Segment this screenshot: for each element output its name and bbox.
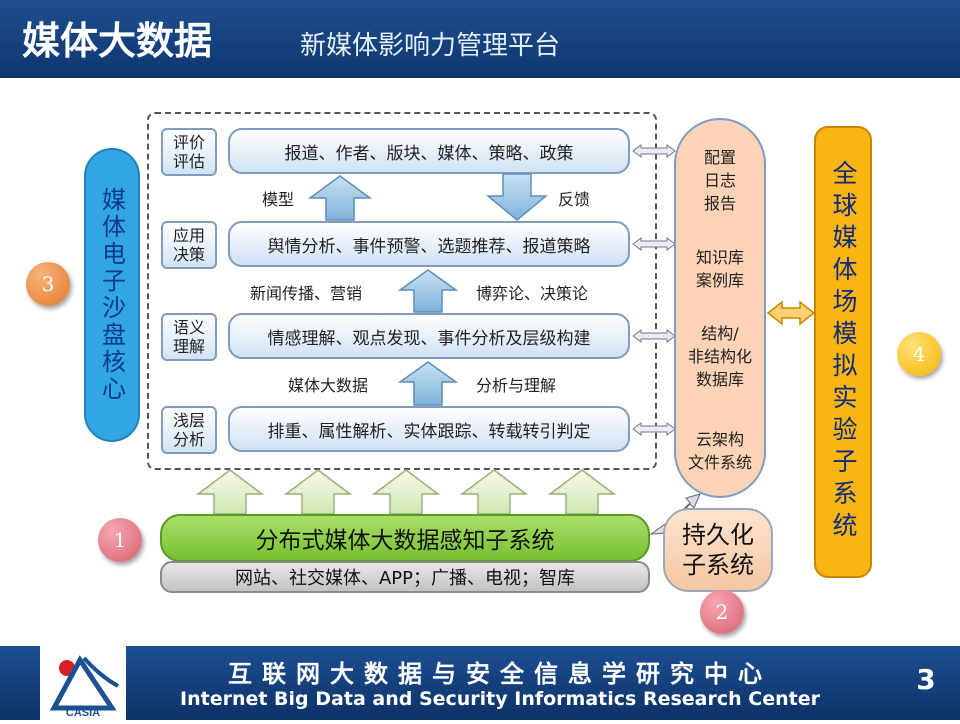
link-arrow-3	[632, 329, 676, 343]
link-arrow-4	[632, 422, 676, 436]
storage-item-config: 配置日志报告	[703, 148, 736, 213]
header-bar	[0, 0, 960, 78]
slide-title: 媒体大数据	[22, 19, 213, 63]
badge-2: 2	[700, 590, 744, 634]
badge-1: 1	[98, 518, 142, 562]
input-arrow-1	[195, 469, 265, 515]
badge-4: 4	[897, 332, 941, 376]
input-arrow-5	[547, 469, 617, 515]
perception-subsystem: 分布式媒体大数据感知子系统	[160, 514, 650, 562]
storage-item-cloud: 云架构文件系统	[687, 430, 752, 472]
storage-bar	[674, 118, 766, 498]
footer-bar	[0, 646, 960, 720]
data-sources-bar: 网站、社交媒体、APP；广播、电视；智库	[160, 561, 650, 593]
up-arrow-model	[307, 175, 373, 221]
casia-logo: CASIA	[40, 646, 126, 720]
storage-global-arrow	[766, 300, 816, 326]
note-analysis-understanding: 分析与理解	[476, 376, 557, 395]
media-sandbox-core: 媒体电子沙盘核心	[84, 148, 140, 442]
layer-box-evaluation: 报道、作者、版块、媒体、策略、政策	[228, 128, 630, 174]
up-arrow-application	[397, 269, 459, 313]
layer-label-shallow: 浅层分析	[161, 406, 217, 454]
layer-box-shallow: 排重、属性解析、实体跟踪、转载转引判定	[228, 406, 630, 452]
note-media-bigdata: 媒体大数据	[288, 376, 369, 395]
note-model: 模型	[262, 190, 295, 209]
badge-3: 3	[26, 262, 70, 306]
layer-label-evaluation: 评价评估	[161, 128, 217, 176]
processing-area-frame	[147, 112, 657, 470]
input-arrow-3	[371, 469, 441, 515]
up-arrow-semantic	[397, 361, 459, 406]
layer-box-semantic: 情感理解、观点发现、事件分析及层级构建	[228, 313, 630, 359]
casia-logo-text: CASIA	[66, 707, 100, 719]
page-number: 3	[916, 663, 936, 696]
note-feedback: 反馈	[558, 190, 591, 209]
layer-box-application: 舆情分析、事件预警、选题推荐、报道策略	[228, 221, 630, 267]
input-arrow-2	[283, 469, 353, 515]
note-news-marketing: 新闻传播、营销	[250, 284, 363, 303]
layer-label-semantic: 语义理解	[161, 313, 217, 361]
note-game-decision: 博弈论、决策论	[476, 284, 589, 303]
persistence-subsystem: 持久化子系统	[663, 508, 773, 592]
layer-label-application: 应用决策	[161, 221, 217, 269]
storage-item-knowledge: 知识库案例库	[695, 248, 744, 290]
footer-title-cn: 互联网大数据与安全信息学研究中心	[228, 660, 772, 688]
link-arrow-2	[632, 237, 676, 251]
slide-subtitle: 新媒体影响力管理平台	[300, 31, 561, 61]
input-arrow-4	[459, 469, 529, 515]
down-arrow-feedback	[485, 173, 549, 221]
storage-item-database: 结构/非结构化数据库	[687, 324, 752, 389]
link-arrow-1	[632, 144, 676, 158]
footer-title-en: Internet Big Data and Security Informati…	[180, 688, 820, 710]
global-media-lab: 全球媒体场模拟实验子系统	[814, 126, 872, 578]
